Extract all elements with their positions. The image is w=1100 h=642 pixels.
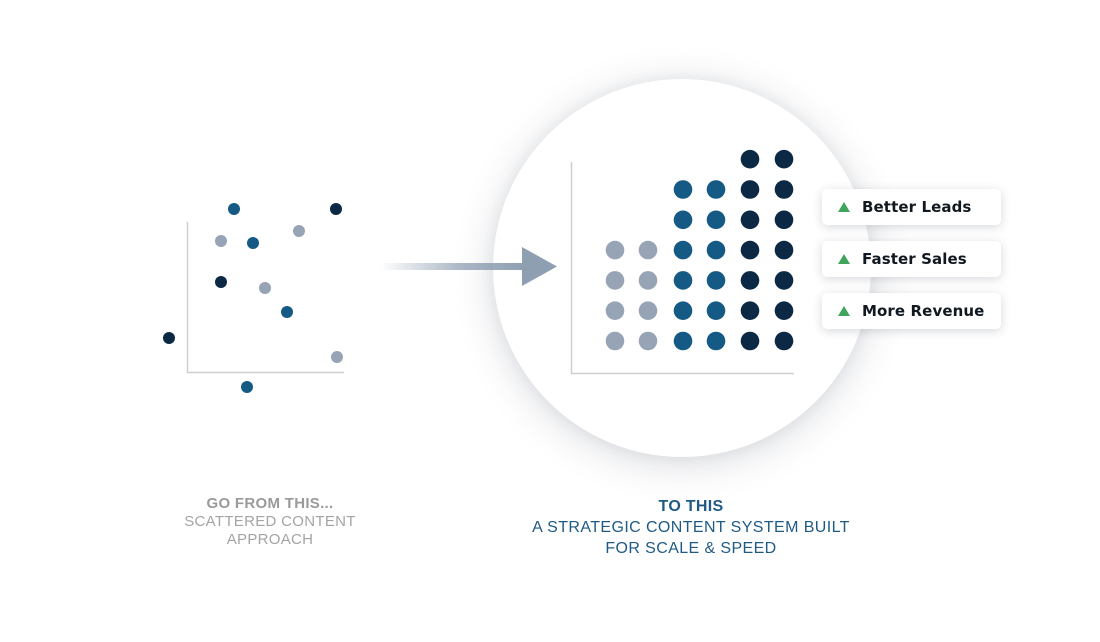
structured-dot <box>638 240 658 260</box>
structured-dot <box>774 210 794 230</box>
outcome-pill-more-revenue: More Revenue <box>822 293 1001 329</box>
structured-dot <box>706 180 726 199</box>
outcome-label: Faster Sales <box>862 250 967 268</box>
structured-dot <box>673 271 693 290</box>
structured-dot <box>605 331 625 351</box>
structured-dot <box>740 301 760 321</box>
structured-dot <box>673 210 693 230</box>
structured-dot <box>740 240 760 260</box>
to-subtitle-line-1: A STRATEGIC CONTENT SYSTEM BUILT <box>532 519 850 536</box>
scattered-dot <box>215 276 227 288</box>
structured-dot <box>706 240 726 260</box>
outcome-pill-faster-sales: Faster Sales <box>822 241 1001 277</box>
structured-dot <box>706 331 726 351</box>
from-heading: GO FROM THIS... <box>206 495 334 512</box>
structured-dot <box>740 210 760 230</box>
structured-dot <box>706 271 726 290</box>
outcome-label: Better Leads <box>862 198 972 216</box>
scattered-dot <box>281 306 293 318</box>
structured-dot <box>774 149 794 169</box>
scattered-dot <box>163 332 175 344</box>
scattered-dot <box>241 381 253 393</box>
from-caption: GO FROM THIS... SCATTERED CONTENT APPROA… <box>160 495 380 549</box>
structured-dot <box>740 180 760 199</box>
structured-dot <box>638 301 658 321</box>
up-triangle-icon <box>838 253 850 264</box>
to-heading: TO THIS <box>658 498 724 515</box>
structured-dot <box>740 149 760 169</box>
structured-axes <box>570 162 794 375</box>
structured-dots <box>605 149 794 351</box>
to-subtitle-line-2: FOR SCALE & SPEED <box>605 540 777 557</box>
structured-dot <box>706 301 726 321</box>
from-subtitle-line-1: SCATTERED CONTENT <box>184 513 356 530</box>
structured-dot <box>740 271 760 290</box>
structured-dot <box>774 331 794 351</box>
to-caption: TO THIS A STRATEGIC CONTENT SYSTEM BUILT… <box>491 496 891 559</box>
scattered-dot <box>228 203 240 215</box>
outcome-pill-better-leads: Better Leads <box>822 189 1001 225</box>
scattered-dot <box>247 237 259 249</box>
structured-dot <box>774 301 794 321</box>
structured-dot <box>605 240 625 260</box>
scattered-dot <box>215 235 227 247</box>
up-triangle-icon <box>838 305 850 316</box>
structured-dot <box>638 271 658 290</box>
scattered-dot <box>293 225 305 237</box>
highlight-circle <box>493 79 871 457</box>
structured-dot <box>740 331 760 351</box>
structured-dot <box>774 271 794 290</box>
transition-arrow <box>380 247 557 286</box>
structured-dot <box>605 271 625 290</box>
scattered-dots <box>163 203 343 393</box>
structured-dot <box>774 180 794 199</box>
arrow-shaft <box>380 263 526 270</box>
arrow-head <box>522 247 557 286</box>
structured-dot <box>673 180 693 199</box>
scattered-axes <box>186 222 344 374</box>
structured-dot <box>673 301 693 321</box>
up-triangle-icon <box>838 201 850 212</box>
from-subtitle-line-2: APPROACH <box>226 531 314 548</box>
outcome-label: More Revenue <box>862 302 985 320</box>
structured-dot <box>638 331 658 351</box>
structured-dot <box>706 210 726 230</box>
structured-dot <box>605 301 625 321</box>
scattered-dot <box>259 282 271 294</box>
structured-dot <box>673 240 693 260</box>
structured-dot <box>774 240 794 260</box>
scattered-dot <box>330 203 342 215</box>
structured-dot <box>673 331 693 351</box>
scattered-dot <box>331 351 343 363</box>
